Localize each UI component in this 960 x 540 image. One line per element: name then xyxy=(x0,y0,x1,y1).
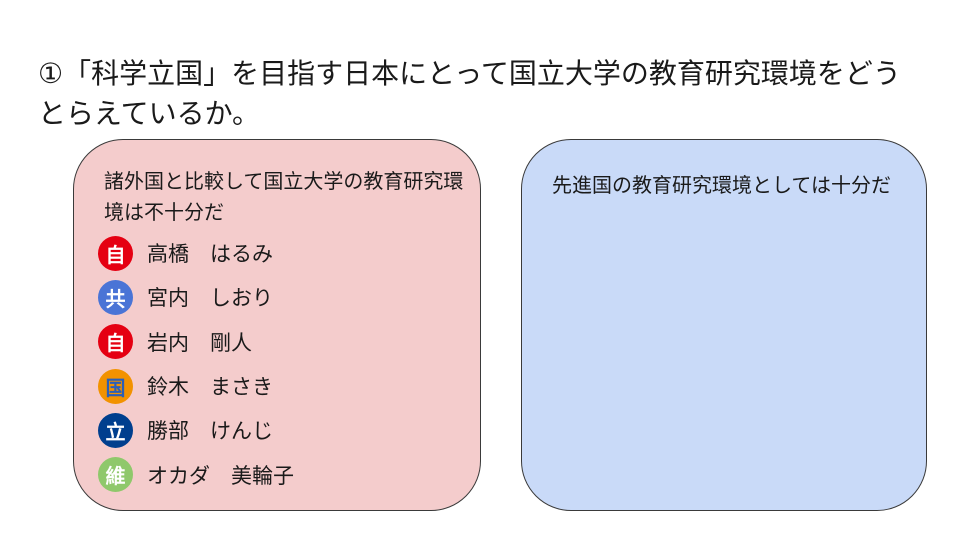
right-box-heading: 先進国の教育研究環境としては十分だ xyxy=(552,173,891,197)
party-badge-icon: 共 xyxy=(98,279,133,315)
party-badge-icon: 国 xyxy=(98,368,133,404)
left-box-heading: 諸外国と比較して国立大学の教育研究環境は不十分だ xyxy=(104,169,464,224)
party-badge-icon: 維 xyxy=(98,457,133,493)
member-name: 鈴木 まさき xyxy=(147,375,273,400)
list-item: 立 勝部 けんじ xyxy=(98,408,294,452)
member-name: 宮内 しおり xyxy=(147,286,273,311)
list-item: 国 鈴木 まさき xyxy=(98,364,294,408)
member-list: 自 高橋 はるみ 共 宮内 しおり 自 岩内 剛人 国 鈴木 まさき 立 勝部 … xyxy=(98,231,294,497)
member-name: 岩内 剛人 xyxy=(147,330,252,355)
left-answer-box: 諸外国と比較して国立大学の教育研究環境は不十分だ 自 高橋 はるみ 共 宮内 し… xyxy=(73,139,481,511)
party-badge-icon: 立 xyxy=(98,412,133,448)
question-title: ①「科学立国」を目指す日本にとって国立大学の教育研究環境をどうとらえているか。 xyxy=(38,57,901,130)
list-item: 維 オカダ 美輪子 xyxy=(98,452,294,496)
list-item: 自 岩内 剛人 xyxy=(98,320,294,364)
list-item: 自 高橋 はるみ xyxy=(98,231,294,275)
list-item: 共 宮内 しおり xyxy=(98,275,294,319)
member-name: 勝部 けんじ xyxy=(147,419,273,444)
party-badge-icon: 自 xyxy=(98,235,133,271)
party-badge-icon: 自 xyxy=(98,324,133,360)
member-name: 高橋 はるみ xyxy=(147,242,273,267)
right-answer-box: 先進国の教育研究環境としては十分だ xyxy=(521,139,927,511)
member-name: オカダ 美輪子 xyxy=(147,463,294,488)
